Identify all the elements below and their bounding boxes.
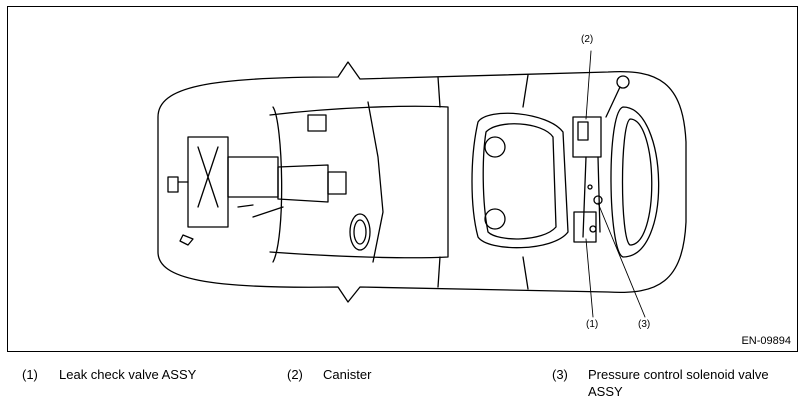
console-ring bbox=[349, 213, 371, 251]
door-line-4 bbox=[522, 256, 529, 290]
tank-port-2 bbox=[484, 208, 506, 230]
tank-port-1 bbox=[484, 136, 506, 158]
door-line-3 bbox=[437, 256, 441, 288]
door-line-2 bbox=[522, 74, 529, 108]
legend-text: Pressure control solenoid valve ASSY bbox=[588, 367, 769, 399]
transmission bbox=[227, 156, 279, 198]
engine-block bbox=[187, 136, 229, 228]
legend-number: (3) bbox=[552, 367, 568, 382]
callout-3: (3) bbox=[638, 319, 651, 330]
filler-cap bbox=[616, 75, 630, 89]
vent-line bbox=[582, 86, 621, 238]
leader-2 bbox=[585, 50, 592, 120]
fuel-tank-inner bbox=[482, 123, 557, 240]
car-body-outline bbox=[157, 61, 687, 303]
legend-number: (2) bbox=[287, 367, 303, 382]
front-glass-line bbox=[272, 106, 283, 263]
leak-check-valve bbox=[573, 211, 597, 243]
canister bbox=[572, 116, 602, 158]
roof-line-top bbox=[367, 101, 384, 263]
door-line-1 bbox=[437, 76, 441, 108]
legend-text: Leak check valve ASSY bbox=[59, 367, 197, 382]
rear-glass bbox=[610, 106, 660, 258]
callout-2: (2) bbox=[581, 34, 594, 45]
leader-1 bbox=[585, 238, 594, 318]
vehicle-diagram-frame: (2) (1) (3) EN-09894 bbox=[7, 6, 798, 352]
callout-1: (1) bbox=[586, 319, 599, 330]
legend-number: (1) bbox=[22, 367, 38, 382]
figure-id: EN-09894 bbox=[741, 335, 791, 347]
cabin-outline bbox=[269, 105, 449, 259]
rear-glass-inner bbox=[621, 118, 653, 246]
drive-shaft bbox=[277, 164, 329, 203]
canister-cap bbox=[577, 121, 589, 141]
vehicle-top-view-drawing bbox=[157, 50, 687, 318]
leader-3 bbox=[597, 202, 646, 318]
fuel-tank bbox=[471, 112, 569, 249]
legend-text: Canister bbox=[323, 367, 372, 382]
